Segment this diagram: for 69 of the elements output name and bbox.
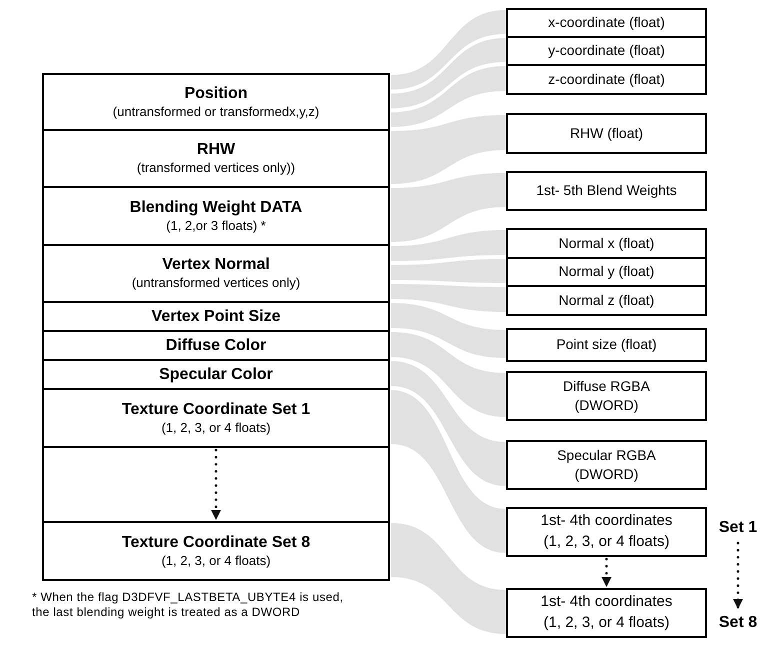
connector-band xyxy=(391,10,506,90)
field-cell xyxy=(42,330,390,361)
component-box xyxy=(506,36,707,66)
field-detail: 1st- 4th coordinates (1, 2, 3, or 4 floats) xyxy=(540,592,674,633)
component-box xyxy=(506,328,707,362)
component-box xyxy=(506,285,707,316)
dotted-arrow xyxy=(733,542,743,610)
component-box xyxy=(506,113,707,154)
component-box xyxy=(506,507,707,557)
field-cell xyxy=(42,186,390,246)
component-box xyxy=(506,228,707,259)
field-detail: z-coordinate (float) xyxy=(548,70,665,89)
component-box xyxy=(506,588,707,638)
connector-band xyxy=(391,115,506,184)
component-box xyxy=(506,257,707,287)
component-box xyxy=(506,64,707,95)
footnote: * When the flag D3DFVF_LASTBETA_UBYTE4 is used, the last blending weight is treated as a DWORD xyxy=(32,590,344,620)
dotted-arrow xyxy=(602,558,612,588)
connector-band xyxy=(391,332,506,417)
field-detail: (transformed vertices only)) xyxy=(136,160,296,177)
field-title: Texture Coordinate Set 1 xyxy=(122,400,310,420)
field-cell xyxy=(42,521,390,581)
field-detail: (untransformed or transformedx,y,z) xyxy=(112,104,320,120)
set-label: Set 8 xyxy=(712,610,764,636)
component-box xyxy=(506,171,707,211)
component-box xyxy=(506,440,707,490)
field-detail: y-coordinate (float) xyxy=(548,41,665,60)
field-detail: RHW (float) xyxy=(570,124,644,143)
field-cell xyxy=(42,359,390,390)
field-detail: Normal z (float) xyxy=(558,290,654,310)
field-title: Specular Color xyxy=(159,364,273,384)
connector-band xyxy=(391,38,506,108)
connector-band xyxy=(391,173,506,242)
field-title: Diffuse Color xyxy=(166,336,266,356)
field-detail: Normal y (float) xyxy=(558,262,654,282)
field-title: Vertex Point Size xyxy=(152,306,280,326)
field-detail: 1st- 4th coordinates (1, 2, 3, or 4 floats) xyxy=(540,511,674,552)
field-cell xyxy=(42,301,390,332)
connector-band xyxy=(391,303,506,358)
connector-band xyxy=(391,259,506,283)
field-detail: Normal x (float) xyxy=(558,234,654,253)
field-detail: Point size (float) xyxy=(556,335,657,354)
dotted-arrow xyxy=(211,448,221,520)
field-detail: (1, 2, 3, or 4 floats) xyxy=(161,552,271,570)
field-cell xyxy=(42,388,390,448)
field-title: Vertex Normal xyxy=(162,255,270,276)
set-label: Set 1 xyxy=(712,515,764,541)
connector-band xyxy=(391,390,506,553)
field-detail: 1st- 5th Blend Weights xyxy=(536,181,677,200)
field-cell xyxy=(42,73,390,131)
field-title: Position xyxy=(184,84,248,104)
field-title: Blending Weight DATA xyxy=(130,198,302,218)
connector-band xyxy=(391,361,506,486)
field-detail: (1, 2, 3, or 4 floats) xyxy=(161,420,271,436)
field-detail: (1, 2,or 3 floats) * xyxy=(166,218,266,234)
field-detail: (untransformed vertices only) xyxy=(132,275,300,292)
field-detail: Diffuse RGBA (DWORD) xyxy=(562,376,651,415)
connector-band xyxy=(391,523,506,634)
connector-band xyxy=(391,284,506,312)
field-detail: Specular RGBA (DWORD) xyxy=(556,446,657,484)
connector-band xyxy=(391,230,506,261)
field-title: RHW xyxy=(196,140,236,160)
field-title: Texture Coordinate Set 8 xyxy=(122,532,310,553)
connector-band xyxy=(391,66,506,127)
field-detail: x-coordinate (float) xyxy=(548,13,665,32)
field-cell xyxy=(42,129,390,188)
component-box xyxy=(506,8,707,38)
field-cell xyxy=(42,244,390,303)
component-box xyxy=(506,371,707,421)
